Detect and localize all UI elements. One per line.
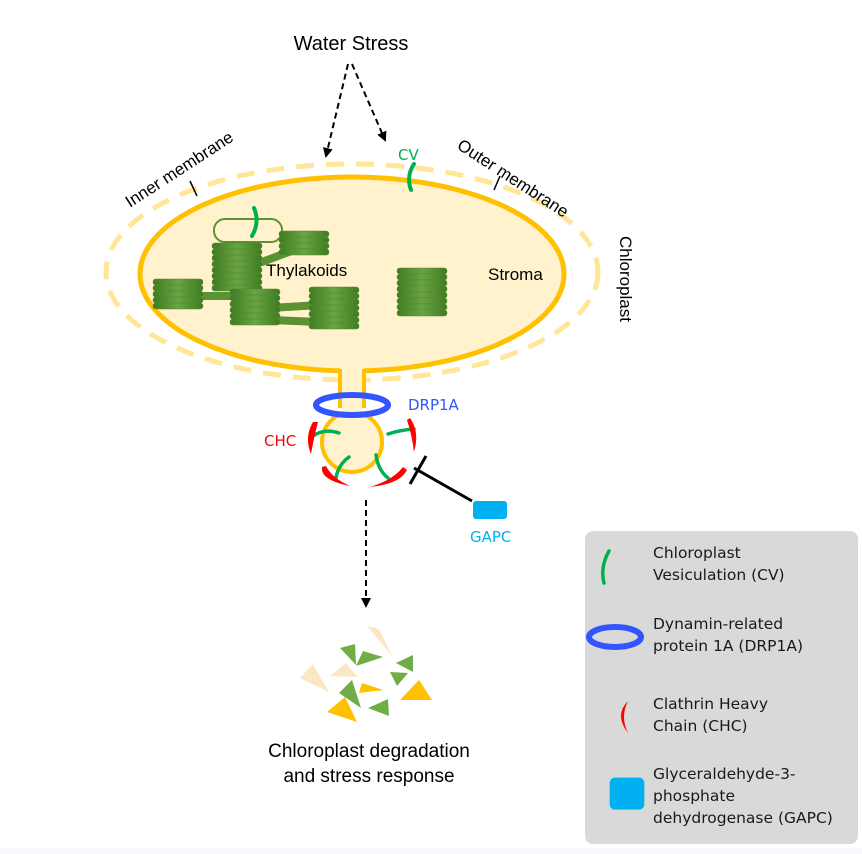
degradation-fragment [368,699,389,716]
stress-arrow-to-membrane [322,63,349,158]
grana-stack [211,242,263,292]
inner-membrane-pointer [189,180,198,197]
bottom-band [0,848,862,854]
degradation-fragment [356,651,383,666]
gapc-label: GAPC [470,528,511,546]
chc-crescent [321,466,350,486]
degradation-fragment [340,644,356,665]
grana-stack [278,230,330,256]
thylakoid-stacks [152,230,448,330]
thylakoids-label: Thylakoids [266,261,347,280]
cv-arc-vesicle [334,455,351,480]
degradation-fragment [400,680,432,700]
gapc-inhibition-line [413,466,473,503]
degradation-fragment [330,663,357,677]
water-stress-title: Water Stress [294,33,409,55]
grana-stack [229,288,281,326]
outcome-line-2: and stress response [283,766,454,787]
drp1a-ring [313,392,391,418]
chc-crescent [370,467,407,487]
cv-membrane-arc [407,162,416,192]
stroma-label: Stroma [488,265,543,284]
degradation-fragment [359,683,383,693]
thylakoid-vesicle [213,218,283,243]
legend-panel: Chloroplast Vesiculation (CV) Dynamin-re… [585,531,858,844]
drp1a-ring-icon [586,624,644,650]
grana-stack [308,286,360,330]
cv-arc-vesicle [374,453,390,480]
chloroplast-label: Chloroplast [616,236,635,322]
degradation-fragment [339,680,361,708]
outer-membrane [103,161,601,383]
grana-stack [152,278,204,310]
gapc-block [473,501,507,519]
degradation-fragment [367,626,392,656]
degradation-fragment [327,697,357,722]
chc-crescent [407,418,417,452]
gapc-square-icon [609,777,645,810]
drp1a-label: DRP1A [408,396,460,414]
legend-text-drp1a: Dynamin-related protein 1A (DRP1A) [653,615,804,655]
legend-text-cv: Chloroplast Vesiculation (CV) [653,544,785,584]
grana-stack [396,267,448,317]
cv-vesicle-arc [250,206,259,238]
gapc-inhibition-bar [408,455,428,485]
outcome-line-1: Chloroplast degradation [268,741,470,762]
cv-label: CV [398,146,419,164]
legend-text-chc: Clathrin Heavy Chain (CHC) [653,695,768,735]
budding-vesicle [320,410,384,474]
legend-text-gapc: Glyceraldehyde-3- phosphate dehydrogenas… [653,765,833,827]
degradation-fragments [300,626,432,722]
degradation-fragment [396,655,413,672]
stress-arrow-to-cv [351,63,387,142]
cv-arc-vesicle [311,429,341,438]
degradation-fragment [390,672,408,686]
chc-crescent [307,422,318,454]
outer-membrane-pointer [493,175,501,191]
degradation-fragment [300,664,329,692]
chc-crescent-icon [621,701,628,733]
cv-arc-icon [601,549,611,585]
chc-label: CHC [264,432,296,450]
